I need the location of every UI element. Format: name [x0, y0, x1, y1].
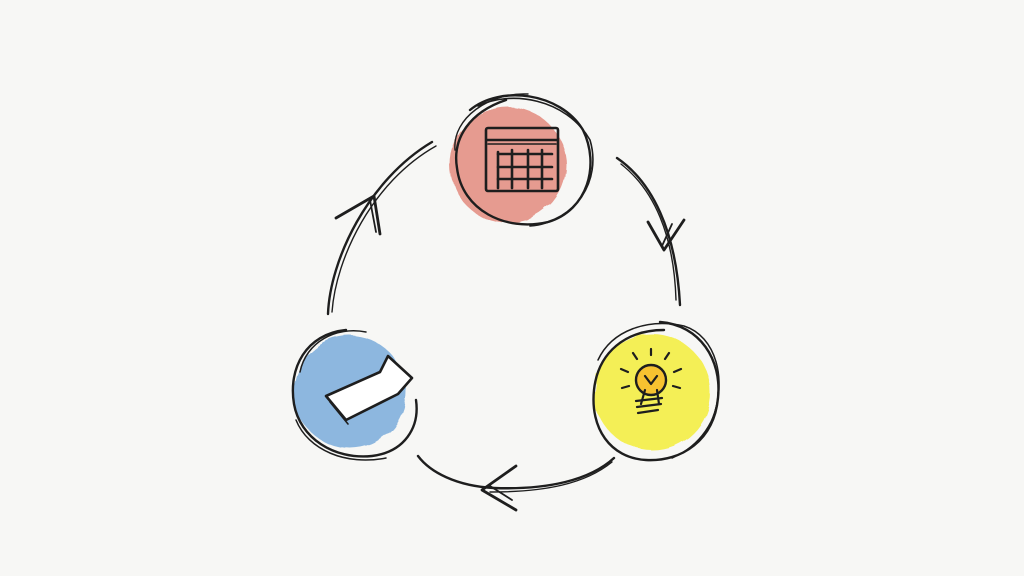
- arrow-bottom-right-to-bottom-left: [416, 454, 616, 512]
- node-top: [450, 93, 594, 227]
- arrow-bottom-left-to-top: [326, 140, 437, 316]
- lightbulb-icon: [619, 347, 683, 415]
- arrow-top-to-bottom-right: [615, 156, 686, 307]
- node-top-outline: [454, 93, 594, 227]
- node-bottom-right-outline: [592, 320, 720, 462]
- node-top-fill: [450, 107, 566, 223]
- calendar-icon: [484, 126, 560, 193]
- node-bottom-right: [592, 320, 720, 462]
- node-bottom-left: [291, 328, 418, 461]
- speech-bubble-icon: [324, 354, 414, 425]
- node-bottom-left-outline: [291, 328, 418, 461]
